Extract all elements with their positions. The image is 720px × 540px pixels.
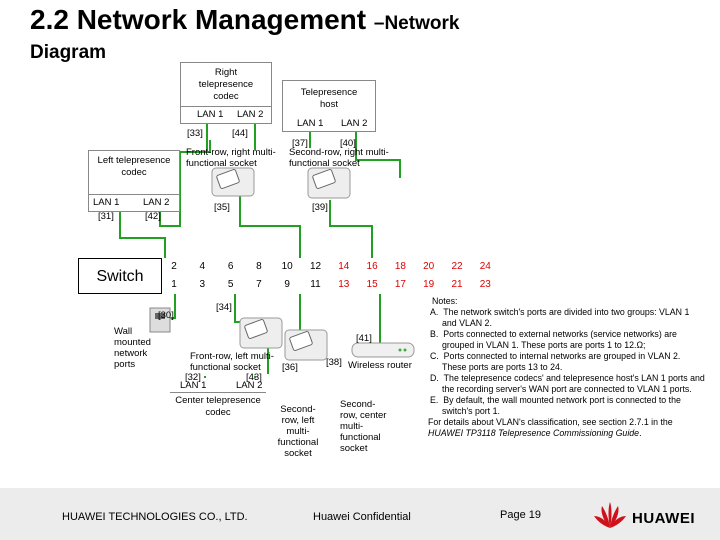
socket-front-left-label: Front-row, left multi-functional socket <box>190 351 274 373</box>
page-title-line2: Diagram <box>30 42 107 63</box>
switch-port-15: 15 <box>366 279 378 290</box>
socket-front-right-label: Front-row, right multi-functional socket <box>186 147 276 169</box>
note-item: E. By default, the wall mounted network … <box>430 395 681 416</box>
switch-port-18: 18 <box>394 261 406 272</box>
line-host-lan2 <box>355 132 401 178</box>
left-codec-box: Left telepresence codec LAN 1 LAN 2 <box>88 150 180 212</box>
switch-port-17: 17 <box>394 279 406 290</box>
port-34: [34] <box>216 302 232 313</box>
port-37: [37] <box>292 138 308 149</box>
center-codec-lan2: LAN 2 <box>236 380 263 391</box>
center-codec-lan1: LAN 1 <box>180 380 207 391</box>
port-32: [32] <box>185 372 201 383</box>
switch-port-2: 2 <box>171 261 177 272</box>
right-codec-label: Right telepresence codec <box>198 67 254 102</box>
notes-panel: Notes: A. The network switch's ports are… <box>428 296 706 439</box>
left-codec-lan2: LAN 2 <box>143 197 170 208</box>
port-40: [40] <box>340 138 356 149</box>
port-38: [38] <box>326 357 342 368</box>
port-33: [33] <box>187 128 203 139</box>
page-title: 2.2 Network Management –Network <box>30 4 460 35</box>
notes-guide-title: HUAWEI TP3118 Telepresence Commissioning… <box>428 428 640 438</box>
socket-second-center-graphic <box>284 329 328 361</box>
router-graphic <box>351 342 415 358</box>
switch-port-23: 23 <box>479 279 491 290</box>
right-codec-box: Right telepresence codec LAN 1 LAN 2 <box>180 62 272 124</box>
switch-port-3: 3 <box>199 279 206 290</box>
port-42: [42] <box>145 211 161 222</box>
switch-port-11: 11 <box>310 279 321 290</box>
switch-port-9: 9 <box>284 279 290 290</box>
switch-port-1: 1 <box>171 279 177 290</box>
notes-footer: For details about VLAN's classification,… <box>428 417 673 438</box>
switch-box: Switch <box>78 258 162 294</box>
switch-port-16: 16 <box>366 261 378 272</box>
switch-port-13: 13 <box>338 279 350 290</box>
page-title-suffix: –Network <box>373 13 460 34</box>
center-codec-label: Center telepresence codec <box>170 392 266 419</box>
right-codec-lan2: LAN 2 <box>237 109 264 120</box>
line-socket35 <box>239 192 301 258</box>
line-left-codec-lan2 <box>159 140 211 227</box>
socket-second-right-label: Second-row, right multi-functional socke… <box>289 147 389 169</box>
port-44: [44] <box>232 128 248 139</box>
host-lan1: LAN 1 <box>297 118 324 129</box>
switch-port-12: 12 <box>309 261 322 272</box>
right-codec-lan1: LAN 1 <box>197 109 224 120</box>
huawei-logo-icon <box>594 502 626 528</box>
left-codec-label: Left telepresence codec <box>97 155 171 178</box>
notes-list: A. The network switch's ports are divide… <box>428 307 706 417</box>
switch-port-19: 19 <box>423 279 435 290</box>
switch-port-8: 8 <box>256 261 262 272</box>
line-socket39 <box>329 200 373 258</box>
socket-second-left-label: Second-row, left multi-functional socket <box>277 404 319 459</box>
switch-port-14: 14 <box>338 261 350 272</box>
port-39: [39] <box>312 202 328 213</box>
port-35: [35] <box>214 202 230 213</box>
host-label: Telepresence host <box>300 87 358 110</box>
switch-port-5: 5 <box>227 279 234 290</box>
note-item: C. Ports connected to internal networks … <box>430 351 681 372</box>
port-30: [30] <box>158 310 174 321</box>
wireless-router-label: Wireless router <box>348 360 412 371</box>
socket-front-left-graphic <box>239 317 283 349</box>
wall-ports-graphic <box>149 307 171 333</box>
wall-ports-label: Wall mounted network ports <box>114 326 151 370</box>
footer-company: HUAWEI TECHNOLOGIES CO., LTD. <box>62 511 248 523</box>
switch-port-20: 20 <box>423 261 435 272</box>
left-codec-lan1: LAN 1 <box>93 197 120 208</box>
port-43: [43] <box>246 372 262 383</box>
switch-port-4: 4 <box>199 261 206 272</box>
line-left-codec-lan1 <box>119 212 166 258</box>
switch-port-22: 22 <box>451 261 463 272</box>
huawei-logo-text: HUAWEI <box>632 510 695 527</box>
port-36: [36] <box>282 362 298 373</box>
note-item: B. Ports connected to external networks … <box>430 329 677 350</box>
switch-port-21: 21 <box>451 279 463 290</box>
footer-confidential: Huawei Confidential <box>313 511 411 523</box>
footer-bar <box>0 488 720 540</box>
port-31: [31] <box>98 211 114 222</box>
host-box: Telepresence host LAN 1 LAN 2 <box>282 80 376 132</box>
note-item: A. The network switch's ports are divide… <box>430 307 690 328</box>
socket-front-right-graphic <box>211 167 255 197</box>
switch-port-10: 10 <box>281 261 293 272</box>
socket-second-center-label: Second-row, center multi-functional sock… <box>340 399 387 454</box>
notes-heading: Notes: <box>432 296 458 306</box>
center-codec-box: LAN 1 LAN 2 Center telepresence codec <box>166 378 270 436</box>
port-41: [41] <box>356 333 372 344</box>
host-lan2: LAN 2 <box>341 118 368 129</box>
switch-port-7: 7 <box>256 279 262 290</box>
footer-page: Page 19 <box>500 509 541 521</box>
note-item: D. The telepresence codecs' and telepres… <box>430 373 705 394</box>
switch-port-6: 6 <box>227 261 234 272</box>
socket-second-right-graphic <box>307 167 351 199</box>
switch-port-24: 24 <box>479 261 491 272</box>
